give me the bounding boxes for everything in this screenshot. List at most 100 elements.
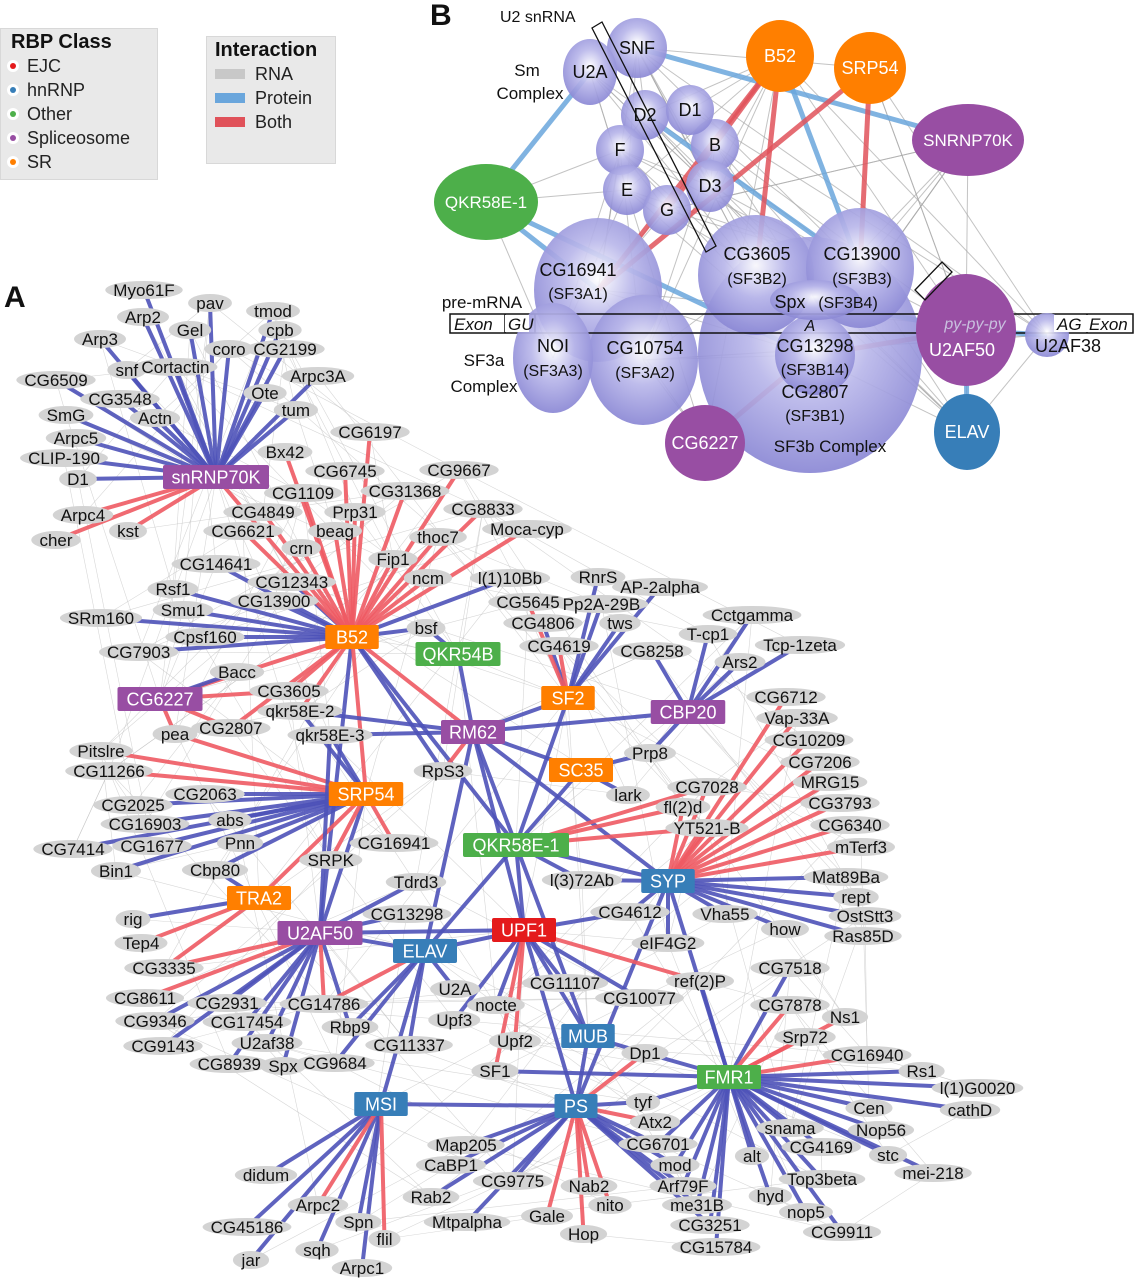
leaf-node-label[interactable]: CG10209	[773, 731, 846, 750]
leaf-node-label[interactable]: flil	[376, 1230, 392, 1249]
leaf-node-label[interactable]: cathD	[948, 1101, 992, 1120]
leaf-node-label[interactable]: CG9684	[303, 1054, 366, 1073]
leaf-node-label[interactable]: bsf	[415, 619, 438, 638]
leaf-node-label[interactable]: Arp2	[125, 308, 161, 327]
leaf-node-label[interactable]: CG7206	[788, 753, 851, 772]
leaf-node-label[interactable]: Ns1	[830, 1008, 860, 1027]
leaf-node-label[interactable]: CG3605	[257, 682, 320, 701]
panel-b-node-shape[interactable]	[588, 295, 698, 425]
leaf-node-label[interactable]: Nop56	[856, 1121, 906, 1140]
leaf-node-label[interactable]: Moca-cyp	[490, 520, 564, 539]
hub-node[interactable]: CBP20	[650, 700, 726, 724]
leaf-node-label[interactable]: CG16940	[831, 1046, 904, 1065]
leaf-node-label[interactable]: Actn	[138, 409, 172, 428]
leaf-node-label[interactable]: Smu1	[161, 601, 205, 620]
leaf-node-label[interactable]: CG13900	[238, 592, 311, 611]
leaf-node-label[interactable]: Gale	[529, 1207, 565, 1226]
leaf-node-label[interactable]: CG11107	[530, 974, 600, 993]
hub-node[interactable]: snRNP70K	[163, 465, 269, 489]
leaf-node-label[interactable]: Top3beta	[787, 1170, 857, 1189]
leaf-node-label[interactable]: Bin1	[99, 862, 133, 881]
hub-node[interactable]: MUB	[561, 1024, 615, 1048]
leaf-node-label[interactable]: CG3251	[678, 1216, 741, 1235]
hub-node[interactable]: SYP	[641, 869, 695, 893]
panel-b-node-shape[interactable]	[916, 274, 1016, 386]
leaf-node-label[interactable]: CG4612	[598, 903, 661, 922]
hub-node[interactable]: SRP54	[328, 782, 404, 806]
leaf-node-label[interactable]: jar	[241, 1251, 261, 1270]
leaf-node-label[interactable]: pea	[161, 725, 190, 744]
leaf-node-label[interactable]: CG12343	[255, 573, 328, 592]
leaf-node-label[interactable]: Dp1	[629, 1044, 660, 1063]
leaf-node-label[interactable]: Upf2	[497, 1032, 533, 1051]
panel-b-node-shape[interactable]	[834, 32, 906, 104]
leaf-node-label[interactable]: l(1)10Bb	[478, 569, 542, 588]
leaf-node-label[interactable]: rept	[841, 888, 871, 907]
leaf-node-label[interactable]: CG11266	[73, 762, 145, 781]
leaf-node-label[interactable]: snf	[115, 361, 138, 380]
leaf-node-label[interactable]: Srp72	[782, 1028, 827, 1047]
leaf-node-label[interactable]: how	[769, 920, 801, 939]
leaf-node-label[interactable]: Arpc5	[54, 429, 98, 448]
hub-node[interactable]: TRA2	[227, 886, 291, 910]
leaf-node-label[interactable]: CLIP-190	[28, 449, 100, 468]
leaf-node-label[interactable]: thoc7	[417, 528, 459, 547]
leaf-node-label[interactable]: Ars2	[723, 653, 758, 672]
leaf-node-label[interactable]: Spx	[268, 1057, 298, 1076]
leaf-node-label[interactable]: CG13298	[371, 905, 444, 924]
leaf-node-label[interactable]: CG7028	[675, 778, 738, 797]
leaf-node-label[interactable]: CG2199	[253, 340, 316, 359]
leaf-node-label[interactable]: nito	[596, 1196, 623, 1215]
leaf-node-label[interactable]: CG6712	[754, 688, 817, 707]
leaf-node-label[interactable]: CG6621	[211, 522, 274, 541]
panel-b-node-shape[interactable]	[563, 39, 617, 105]
leaf-node-label[interactable]: kst	[117, 522, 139, 541]
leaf-node-label[interactable]: Map205	[435, 1136, 496, 1155]
leaf-node-label[interactable]: Atx2	[638, 1113, 672, 1132]
leaf-node-label[interactable]: Ote	[251, 384, 278, 403]
leaf-node-label[interactable]: CG2063	[173, 785, 236, 804]
leaf-node-label[interactable]: CG1109	[272, 484, 334, 503]
leaf-node-label[interactable]: CG4619	[527, 637, 590, 656]
leaf-node-label[interactable]: SRm160	[68, 609, 134, 628]
panel-b-node-shape[interactable]	[665, 405, 745, 481]
leaf-node-label[interactable]: CaBP1	[424, 1156, 478, 1175]
leaf-node-label[interactable]: CG6701	[626, 1135, 689, 1154]
leaf-node-label[interactable]: nocte	[475, 996, 517, 1015]
panel-b-node-shape[interactable]	[775, 315, 855, 395]
leaf-node-label[interactable]: CG3793	[808, 794, 871, 813]
leaf-node-label[interactable]: CG6340	[818, 816, 881, 835]
panel-b-node-shape[interactable]	[607, 18, 667, 78]
leaf-node-label[interactable]: Nab2	[569, 1177, 610, 1196]
leaf-node-label[interactable]: qkr58E-3	[296, 726, 365, 745]
leaf-node-label[interactable]: CG6509	[24, 371, 87, 390]
leaf-node-label[interactable]: Bacc	[218, 663, 256, 682]
panel-b-node-shape[interactable]	[691, 119, 739, 171]
leaf-node-label[interactable]: Tdrd3	[394, 873, 438, 892]
leaf-node-label[interactable]: Vap-33A	[765, 709, 831, 728]
leaf-node-label[interactable]: Mtpalpha	[432, 1213, 502, 1232]
leaf-node-label[interactable]: coro	[212, 340, 245, 359]
leaf-node-label[interactable]: Tcp-1zeta	[763, 636, 837, 655]
leaf-node-label[interactable]: CG7414	[41, 840, 104, 859]
leaf-node-label[interactable]: CG4806	[511, 614, 574, 633]
leaf-node-label[interactable]: Tep4	[123, 934, 160, 953]
panel-b-node-shape[interactable]	[686, 160, 734, 212]
leaf-node-label[interactable]: CG6197	[338, 423, 401, 442]
panel-b-node-shape[interactable]	[603, 165, 651, 215]
leaf-node-label[interactable]: didum	[243, 1166, 289, 1185]
leaf-node-label[interactable]: Rs1	[906, 1062, 936, 1081]
leaf-node-label[interactable]: CG2931	[195, 994, 258, 1013]
leaf-node-label[interactable]: CG2025	[101, 796, 164, 815]
hub-node[interactable]: CG6227	[117, 687, 203, 711]
leaf-node-label[interactable]: crn	[289, 539, 313, 558]
leaf-node-label[interactable]: Pnn	[225, 834, 255, 853]
leaf-node-label[interactable]: Prp8	[632, 744, 668, 763]
panel-b-node-shape[interactable]	[912, 104, 1024, 176]
leaf-node-label[interactable]: abs	[216, 811, 243, 830]
leaf-node-label[interactable]: Arpc4	[61, 506, 105, 525]
panel-b-node-shape[interactable]	[621, 90, 669, 140]
leaf-node-label[interactable]: beag	[316, 522, 354, 541]
leaf-node-label[interactable]: CG4849	[231, 503, 294, 522]
hub-node[interactable]: PS	[554, 1094, 598, 1118]
